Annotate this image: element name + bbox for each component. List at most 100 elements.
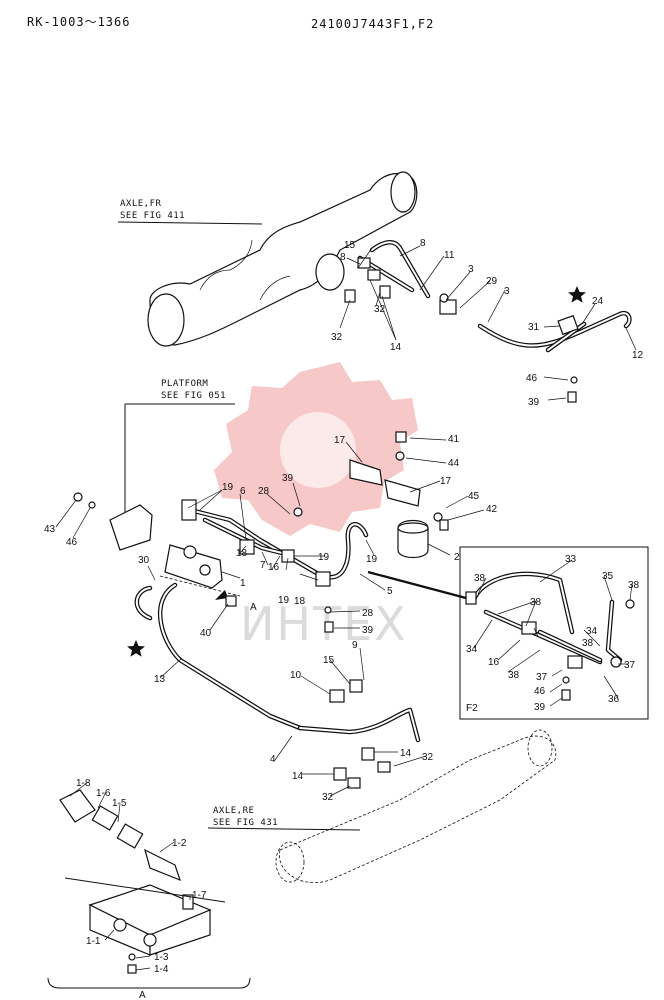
callout-46b: 46: [66, 537, 78, 548]
leader-axle-front: [117, 221, 263, 225]
callout-29: 29: [486, 276, 498, 287]
callout-39a: 39: [528, 397, 540, 408]
callout-19b: 19: [318, 552, 330, 563]
serial-range: RK-1003〜1366: [27, 15, 131, 29]
callout-32a: 32: [331, 332, 343, 343]
callout-37b: 37: [536, 672, 548, 683]
callout-17a: 17: [334, 435, 346, 446]
callout-12: 12: [632, 350, 644, 361]
star-marker-front: [568, 286, 586, 303]
callout-1-8: 1-8: [76, 778, 91, 789]
view-arrow-a: [215, 590, 228, 600]
callout-9: 9: [352, 640, 358, 651]
callout-34a: 34: [586, 626, 598, 637]
callout-5: 5: [387, 586, 393, 597]
callout-10: 10: [290, 670, 302, 681]
watermark-text: ИНТЕХ: [240, 597, 408, 651]
callout-1-3: 1-3: [154, 952, 169, 963]
callout-16b: 16: [488, 657, 500, 668]
callout-39d: 39: [534, 702, 546, 713]
star-marker-main: [127, 640, 145, 657]
rear-fittings: [329, 679, 391, 789]
callout-1-1: 1-1: [86, 936, 101, 947]
callout-1-5: 1-5: [112, 798, 127, 809]
callout-43: 43: [44, 524, 56, 535]
callout-34b: 34: [466, 644, 478, 655]
callout-1-4: 1-4: [154, 964, 169, 975]
callout-40: 40: [200, 628, 212, 639]
detail-a-bracket: [47, 977, 251, 989]
callout-39c: 39: [362, 625, 374, 636]
callout-14a: 14: [390, 342, 402, 353]
axle-front-ref: SEE FIG 411: [120, 211, 185, 221]
callout-15b: 15: [323, 655, 335, 666]
detail-a-label: A: [139, 990, 146, 1000]
callout-44: 44: [448, 458, 460, 469]
callout-15a: 15: [344, 240, 356, 251]
view-arrow-label: A: [250, 602, 257, 613]
callout-8b: 8: [340, 252, 346, 263]
callout-38e: 38: [508, 670, 520, 681]
callout-1: 1: [240, 578, 246, 589]
callout-1-2: 1-2: [172, 838, 187, 849]
callout-17b: 17: [440, 476, 452, 487]
callout-31: 31: [528, 322, 540, 333]
callout-16a: 16: [268, 562, 280, 573]
callout-13: 13: [154, 674, 166, 685]
callout-46c: 46: [534, 686, 546, 697]
callout-14b: 14: [400, 748, 412, 759]
axle-rear-label: AXLE,RE: [213, 806, 254, 816]
callout-11: 11: [444, 250, 455, 261]
inset-f2-frame: [459, 546, 649, 720]
callout-39b: 39: [282, 473, 294, 484]
callout-37a: 37: [624, 660, 636, 671]
callout-18a: 18: [236, 548, 248, 559]
callout-1-7: 1-7: [192, 890, 207, 901]
brake-switch-bracket: [349, 431, 449, 559]
callout-18b: 18: [294, 596, 306, 607]
callout-42: 42: [486, 504, 498, 515]
callout-1-6: 1-6: [96, 788, 111, 799]
callout-19c: 19: [366, 554, 378, 565]
axle-front-label: AXLE,FR: [120, 199, 162, 209]
inset-f2-lines: [465, 571, 635, 701]
callout-28a: 28: [258, 486, 270, 497]
callout-30: 30: [138, 555, 150, 566]
detail-a-exploded: [59, 789, 212, 974]
callout-45: 45: [468, 491, 480, 502]
callout-32b: 32: [374, 304, 386, 315]
callout-36: 36: [608, 694, 620, 705]
callout-7: 7: [260, 560, 266, 571]
callout-8a: 8: [420, 238, 426, 249]
callout-32d: 32: [322, 792, 334, 803]
watermark-gear-logo: [214, 362, 418, 536]
callout-41: 41: [448, 434, 460, 445]
inset-f2-label: F2: [466, 703, 478, 714]
leader-axle-rear: [207, 827, 361, 831]
callout-14c: 14: [292, 771, 304, 782]
callout-4: 4: [270, 754, 276, 765]
front-axle-housing: [147, 171, 418, 347]
callout-32c: 32: [422, 752, 434, 763]
callout-6: 6: [240, 486, 246, 497]
rear-axle-housing: [275, 729, 557, 884]
callout-19a: 19: [222, 482, 234, 493]
callout-28b: 28: [362, 608, 374, 619]
callout-leaders: [55, 245, 637, 971]
callout-35: 35: [602, 571, 614, 582]
drawing-number: 24100J7443F1,F2: [311, 17, 435, 31]
callout-3a: 3: [468, 264, 474, 275]
callout-33: 33: [565, 554, 577, 565]
callout-46a: 46: [526, 373, 538, 384]
callout-19d: 19: [278, 595, 290, 606]
callout-3b: 3: [504, 286, 510, 297]
callout-38b: 38: [628, 580, 640, 591]
callout-38a: 38: [474, 573, 486, 584]
callout-38d: 38: [582, 638, 594, 649]
master-cylinder-assembly: [73, 492, 223, 589]
platform-ref: SEE FIG 051: [161, 391, 226, 401]
front-brake-lines: [344, 240, 632, 403]
callout-2: 2: [454, 552, 460, 563]
